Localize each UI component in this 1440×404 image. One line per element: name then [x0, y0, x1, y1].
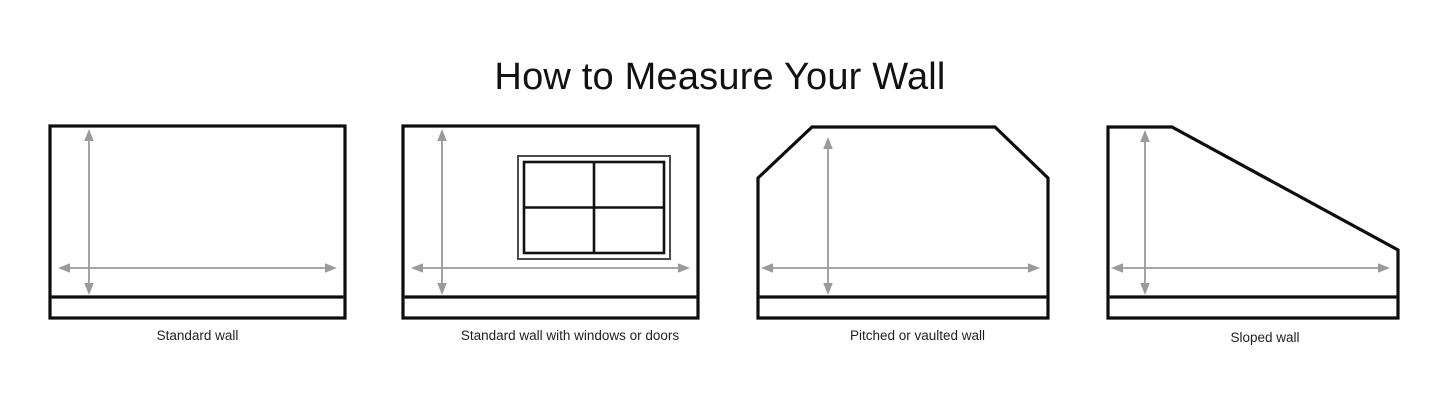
height-arrow [1140, 130, 1150, 295]
window-icon [517, 155, 671, 260]
wall-diagram-row: Standard wall [0, 110, 1440, 370]
sloped-wall-figure [1106, 125, 1400, 320]
diagram-standard-wall: Standard wall [0, 110, 395, 370]
page-title: How to Measure Your Wall [494, 56, 946, 99]
caption-pitched-vaulted-wall: Pitched or vaulted wall [849, 328, 986, 343]
caption-sloped-wall: Sloped wall [1230, 330, 1300, 345]
width-arrow [1111, 263, 1390, 273]
height-arrow [823, 137, 833, 295]
height-arrow [84, 129, 94, 295]
wall-outline [401, 124, 700, 320]
caption-standard-wall-with-openings: Standard wall with windows or doors [460, 328, 680, 343]
standard-wall-figure [48, 124, 347, 320]
standard-wall-with-openings-figure [401, 124, 700, 320]
width-arrow [411, 263, 690, 273]
diagram-sloped-wall: Sloped wall [1090, 110, 1440, 370]
caption-standard-wall: Standard wall [156, 328, 239, 343]
diagram-standard-wall-with-openings: Standard wall with windows or doors [395, 110, 745, 370]
width-arrow [58, 263, 337, 273]
height-arrow [437, 129, 447, 295]
wall-outline [48, 124, 347, 320]
pitched-vaulted-wall-figure [756, 125, 1050, 320]
wall-outline [756, 125, 1050, 320]
diagram-pitched-vaulted-wall: Pitched or vaulted wall [745, 110, 1090, 370]
wall-outline [1106, 125, 1400, 320]
width-arrow [761, 263, 1040, 273]
